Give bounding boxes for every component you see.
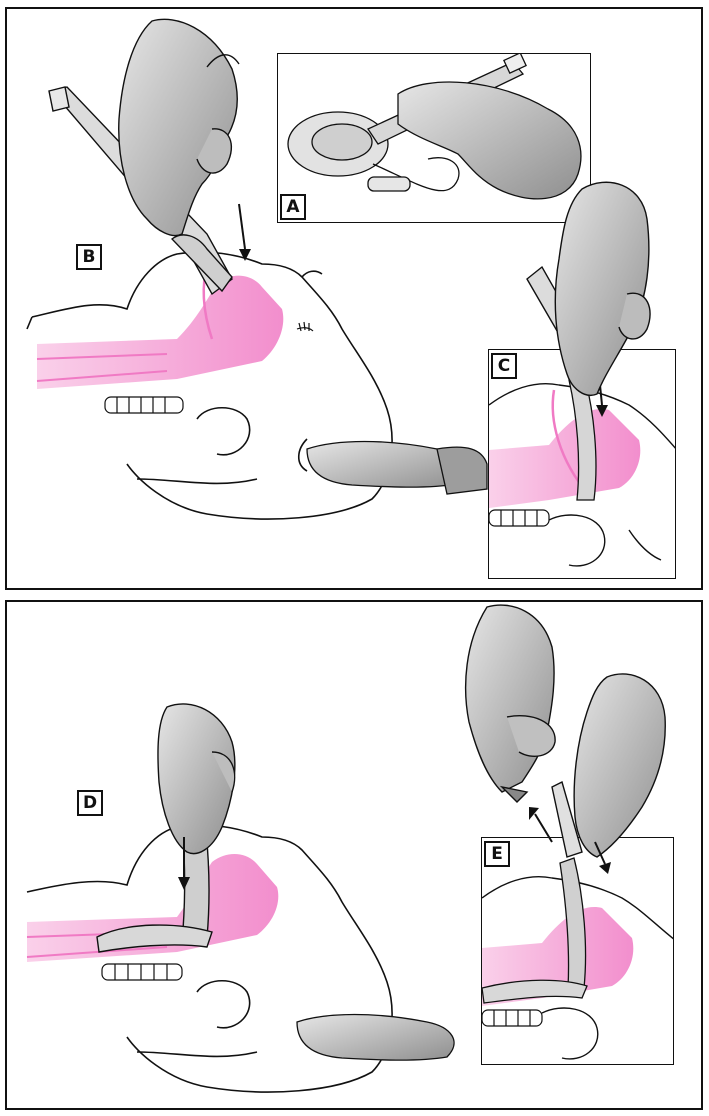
inset-e: E [481, 837, 674, 1065]
bottom-illustration [26, 703, 455, 1093]
patient-head-d [26, 824, 393, 1093]
chin-hand-b [306, 440, 488, 495]
inset-c: C [488, 349, 676, 579]
patient-head-b [26, 251, 393, 520]
label-e: E [484, 841, 510, 867]
bottom-panel: D E [5, 600, 703, 1110]
glove-hand-d [157, 703, 236, 855]
glove-hand-b [118, 18, 240, 237]
inset-e-illustration [482, 857, 673, 1060]
inset-c-illustration [489, 374, 675, 567]
trachea-rings-b [104, 396, 184, 414]
label-a: A [280, 194, 306, 220]
airway-b [36, 266, 284, 389]
eye-b [296, 321, 314, 332]
label-c: C [491, 353, 517, 379]
label-d: D [77, 790, 103, 816]
label-b: B [76, 244, 102, 270]
trachea-rings-d [101, 963, 183, 981]
inset-a: A [277, 53, 591, 223]
chin-hand-d [296, 1013, 455, 1061]
inset-a-illustration [287, 54, 582, 200]
top-panel: A B C [5, 7, 703, 590]
top-illustration [26, 18, 488, 520]
